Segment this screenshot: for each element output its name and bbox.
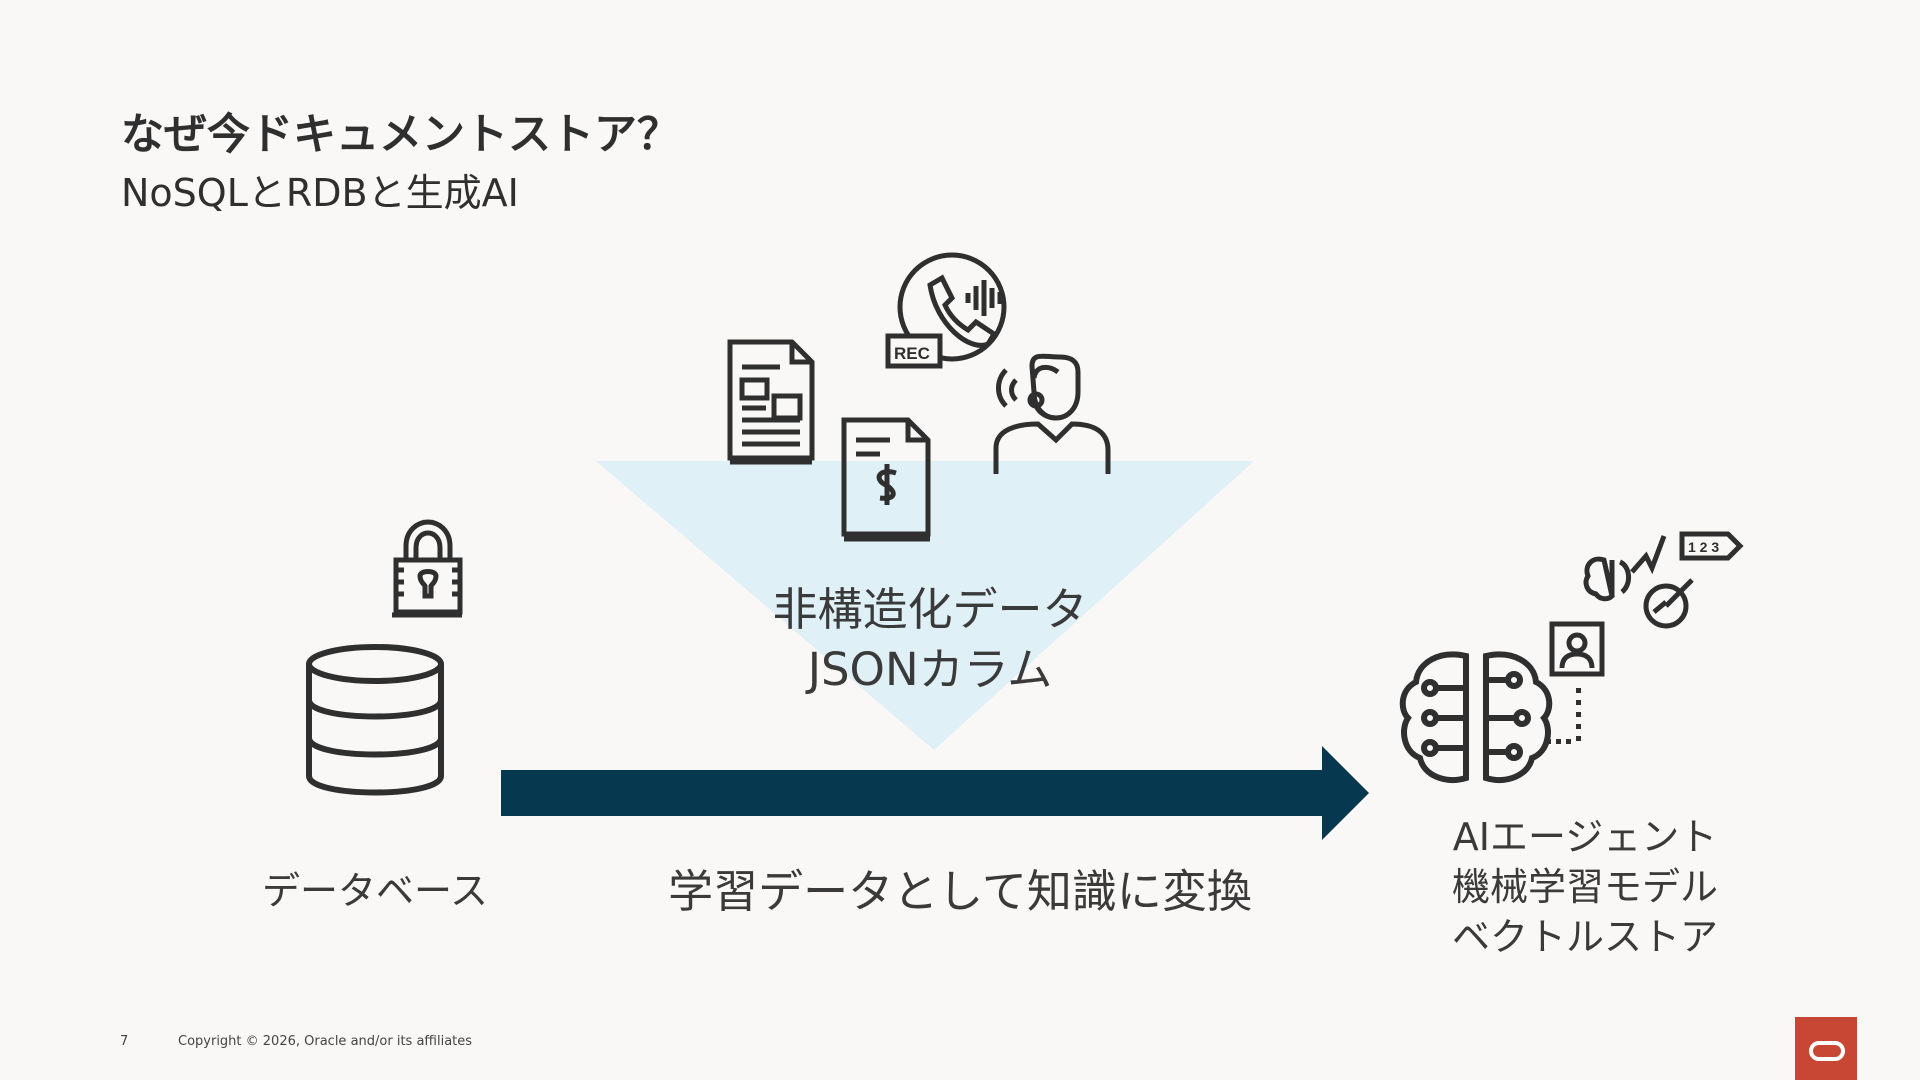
connector-dots [1546, 688, 1581, 744]
invoice-dollar-icon [841, 417, 931, 542]
unstructured-label-line2: JSONカラム [807, 643, 1053, 696]
unstructured-label-line1: 非構造化データ [772, 583, 1088, 636]
analytics-gauge-icon [1583, 531, 1744, 629]
transform-arrow [501, 746, 1369, 840]
lock-icon [392, 519, 463, 618]
brain-circuit-icon [1399, 651, 1553, 783]
document-icon [727, 339, 815, 465]
profile-card-icon [1549, 621, 1605, 677]
headset-agent-icon [993, 353, 1111, 474]
target-label-ml-model: 機械学習モデル [1451, 865, 1718, 909]
target-label-vector-store: ベクトルストア [1451, 915, 1718, 959]
arrow-label: 学習データとして知識に変換 [668, 865, 1252, 918]
gauge-badge: 1 2 3 [1688, 539, 1719, 555]
database-icon [306, 644, 444, 796]
database-label: データベース [261, 869, 489, 913]
phone-recording-icon [885, 252, 1007, 369]
logo-ring-icon [1809, 1041, 1845, 1061]
copyright-text: Copyright © 2026, Oracle and/or its affi… [178, 1034, 473, 1049]
target-labels: AIエージェント 機械学習モデル ベクトルストア [1420, 812, 1750, 962]
page-number: 7 [120, 1034, 129, 1049]
unstructured-data-label: 非構造化データ JSONカラム [720, 580, 1140, 700]
funnel-shape [596, 461, 1254, 750]
oracle-logo [1795, 1017, 1857, 1080]
target-label-ai-agent: AIエージェント [1452, 815, 1718, 859]
page-title: なぜ今ドキュメントストア？ [121, 110, 680, 160]
rec-badge: REC [894, 344, 930, 363]
page-subtitle: NoSQLとRDBと生成AI [121, 171, 519, 215]
